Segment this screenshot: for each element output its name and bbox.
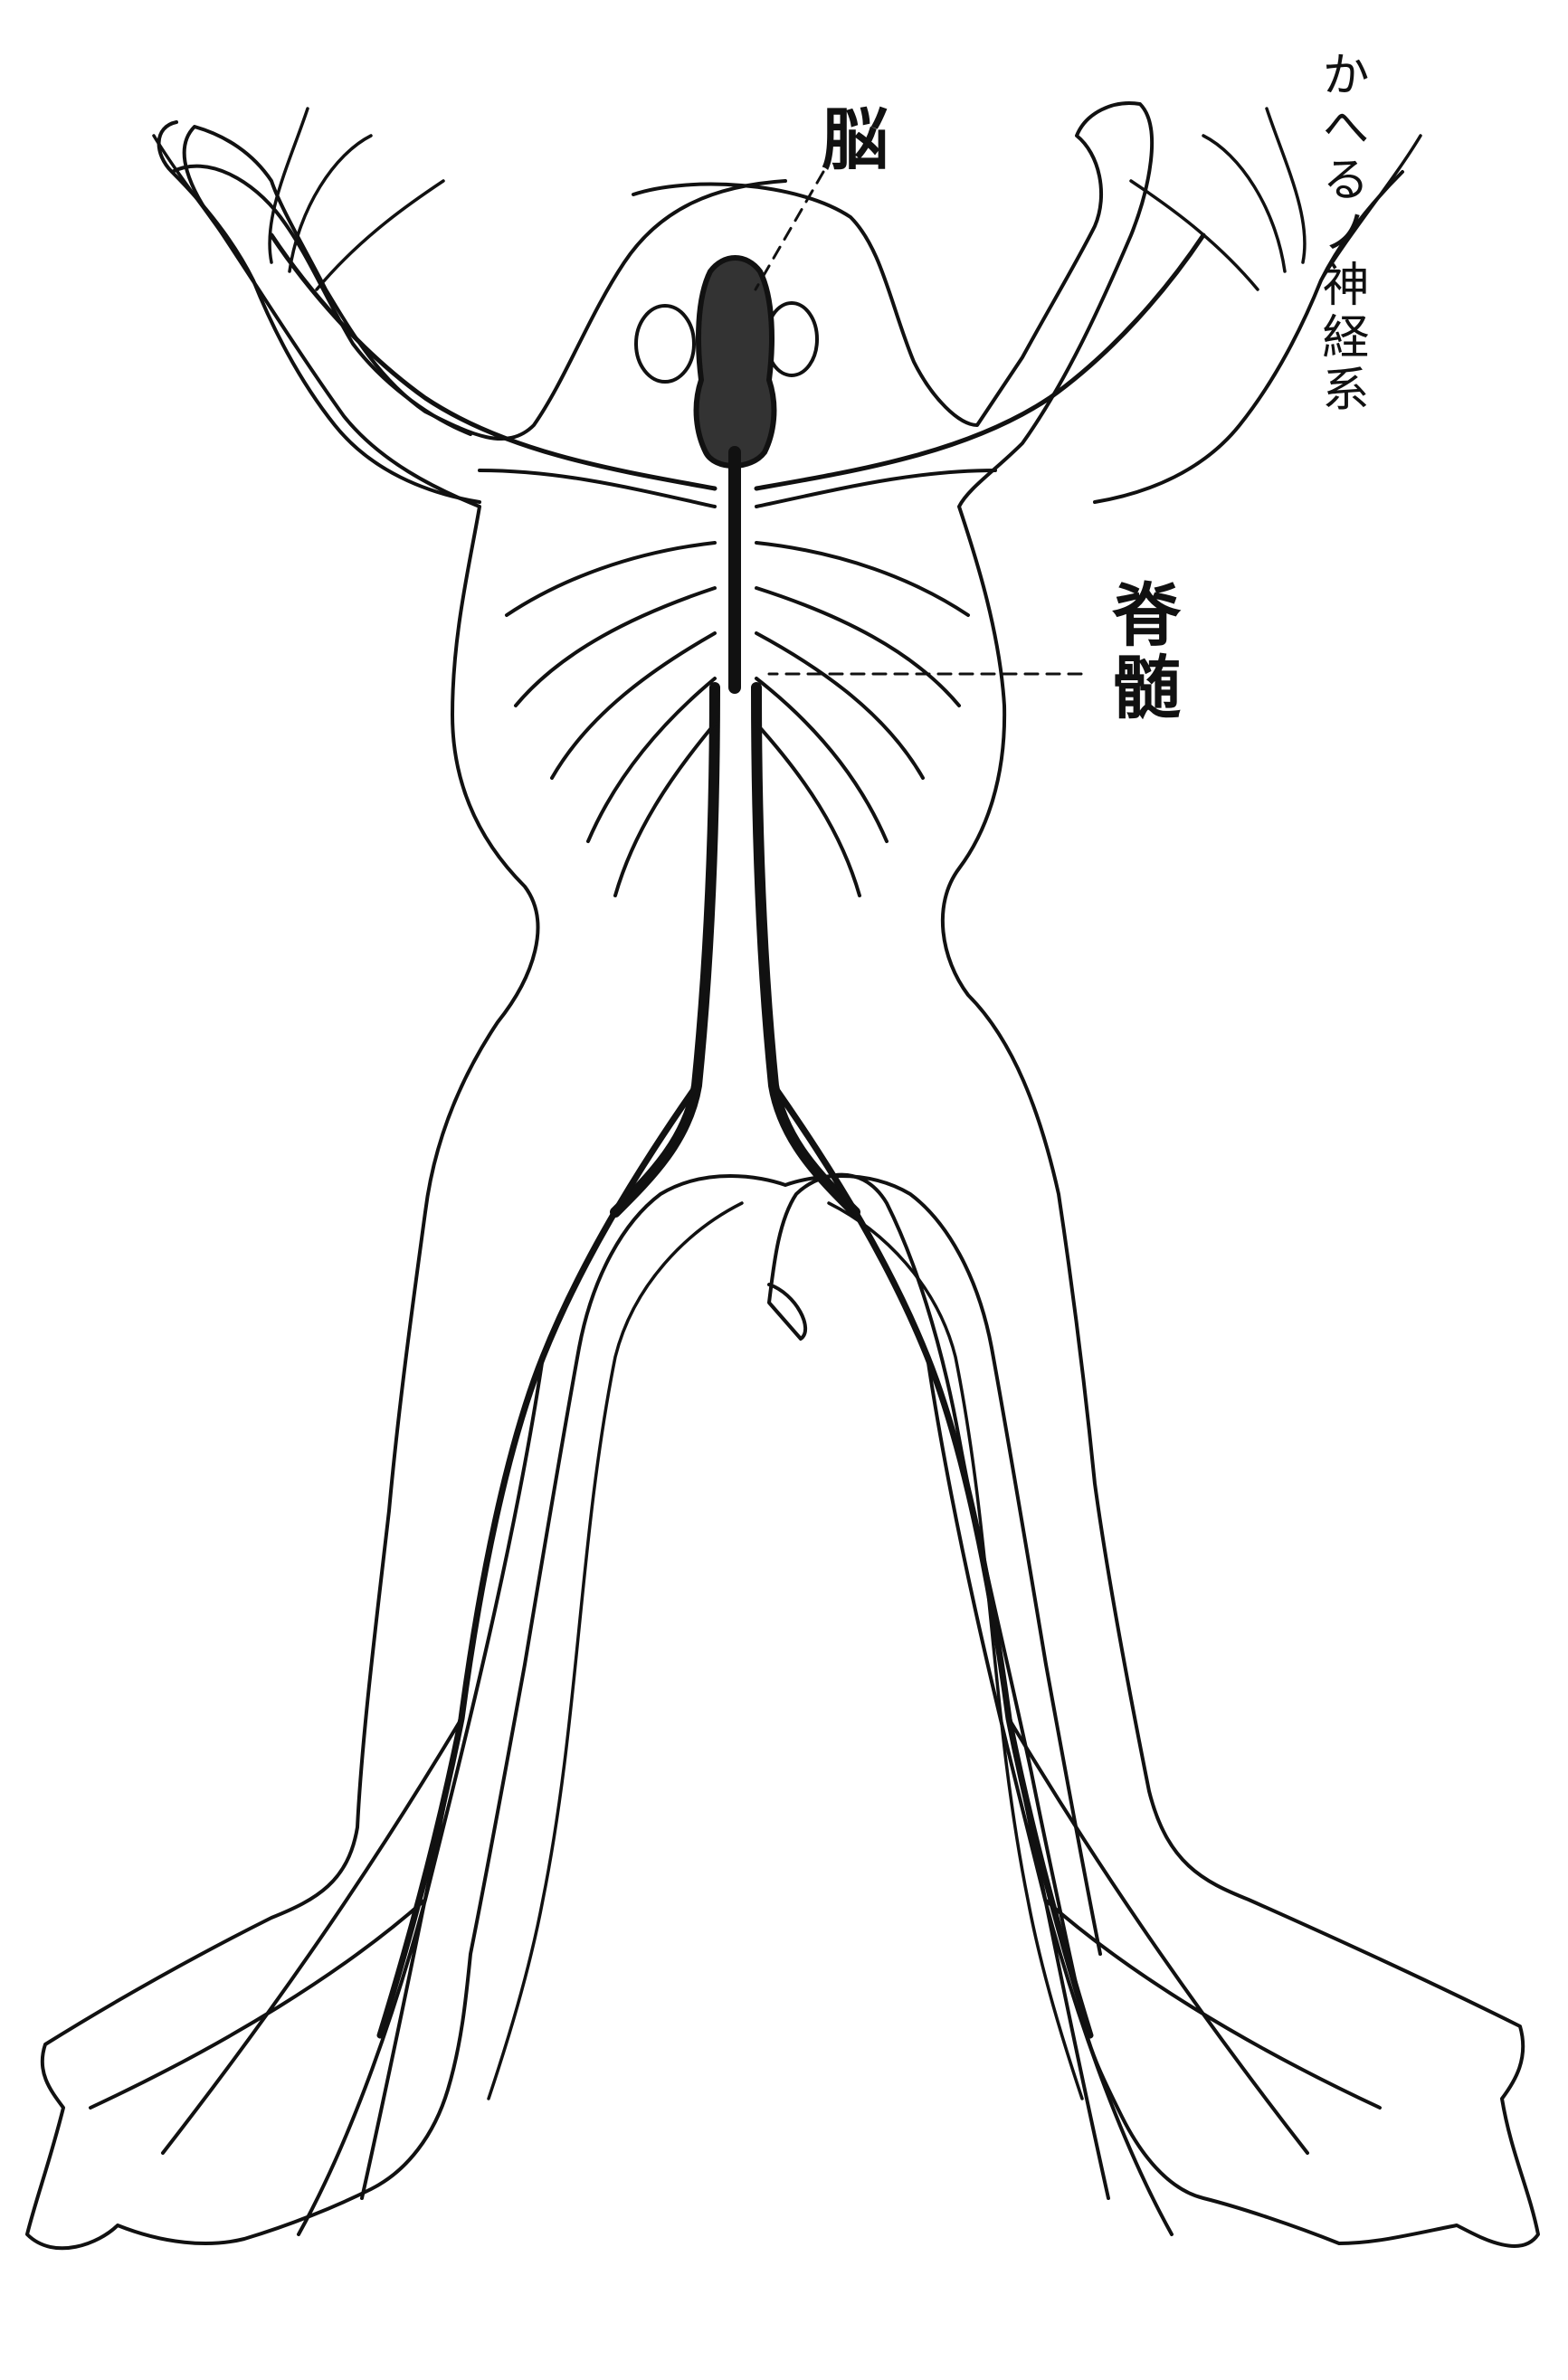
figure-title: かへるノ神経系 bbox=[1312, 50, 1375, 417]
brain bbox=[697, 258, 774, 466]
left-arm-outline bbox=[159, 122, 480, 502]
left-brachial-nerve bbox=[271, 235, 715, 488]
spinal-cord-label: 脊髄 bbox=[1090, 579, 1190, 724]
right-brachial-nerve bbox=[756, 235, 1203, 488]
right-sciatic-branch bbox=[927, 1357, 1380, 2234]
left-eye bbox=[636, 306, 694, 382]
right-hand-fingers bbox=[1131, 109, 1421, 289]
left-sciatic-branch bbox=[90, 1357, 543, 2234]
brain-label: 脳 bbox=[822, 86, 889, 183]
left-hand-fingers bbox=[154, 109, 443, 289]
torso-outline bbox=[27, 127, 1100, 2248]
